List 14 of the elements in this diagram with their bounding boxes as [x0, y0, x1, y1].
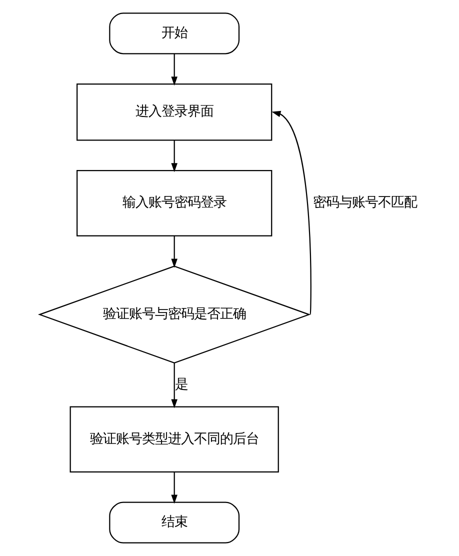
node-box: 开始 — [109, 12, 240, 54]
node-box: 验证账号类型进入不同的后台 — [70, 406, 279, 473]
arrow — [171, 363, 178, 408]
arrow — [171, 236, 178, 268]
arrow — [272, 110, 312, 315]
node-box: 输入账号密码登录 — [76, 170, 272, 236]
node-box: 进入登录界面 — [76, 83, 272, 141]
node-diamond: 验证账号与密码是否正确 — [38, 266, 311, 364]
edge-label: 是 — [175, 376, 188, 392]
arrow — [171, 54, 178, 86]
arrow — [171, 472, 178, 504]
arrow — [171, 140, 178, 172]
node-box: 结束 — [109, 502, 240, 544]
edge-label: 密码与账号不匹配 — [312, 194, 417, 211]
